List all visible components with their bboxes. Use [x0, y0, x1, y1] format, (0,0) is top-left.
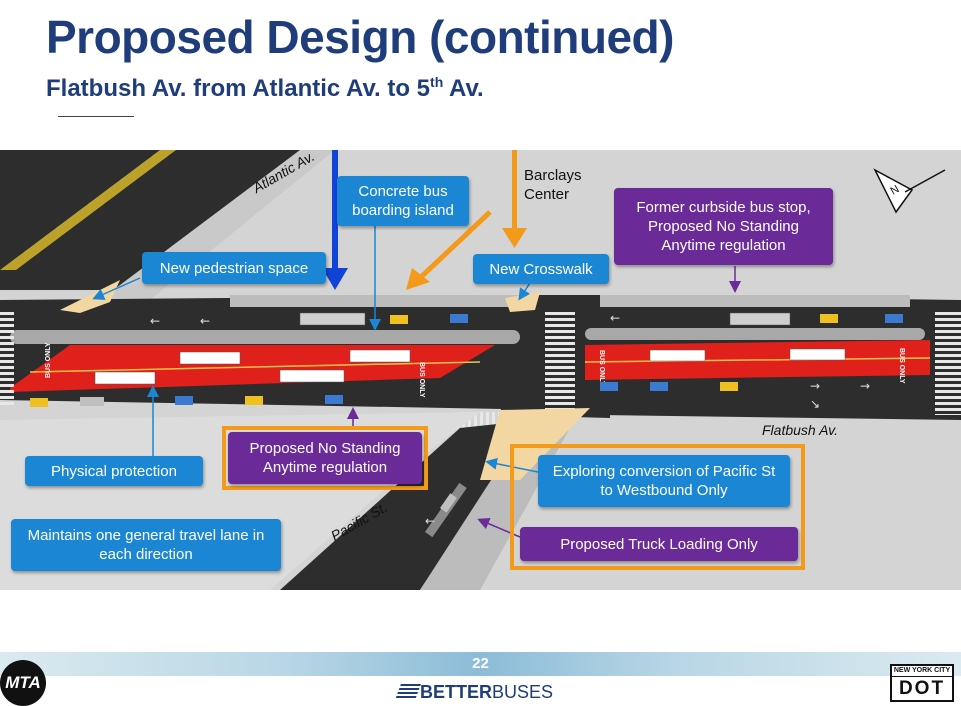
callout-physical-protection: Physical protection [25, 456, 203, 486]
orange-arrow-1-head [406, 268, 430, 290]
bus-7 [299, 312, 366, 326]
north-sidewalk-right [600, 295, 910, 307]
car [30, 398, 48, 407]
nyc-dot-logo: NEW YORK CITY DOT [890, 664, 954, 702]
crosswalk-east-1 [545, 310, 575, 410]
bus-3 [94, 371, 156, 385]
direction-arrow-icon: → [860, 379, 870, 393]
car [325, 395, 343, 404]
mta-logo: MTA [0, 660, 46, 706]
direction-arrow-icon: ← [200, 314, 210, 328]
bus-only-marking: BUS ONLY [45, 342, 52, 378]
callout-new-pedestrian-space: New pedestrian space [142, 252, 326, 284]
new-pedestrian-space-crosswalk [505, 292, 540, 312]
bus-lane-divider-right [584, 357, 931, 363]
atlantic-avenue-road [0, 150, 300, 290]
north-arrow-icon: N [873, 168, 946, 214]
bus-2 [349, 349, 411, 363]
bus-lane-divider-left [29, 361, 481, 373]
car [885, 314, 903, 323]
car [650, 382, 668, 391]
title-rule [58, 116, 134, 117]
car [80, 397, 104, 406]
callout-new-crosswalk: New Crosswalk [473, 254, 609, 284]
better-buses-buses: BUSES [492, 681, 554, 702]
direction-arrow-icon: ← [610, 311, 620, 325]
callout-concrete-island: Concrete bus boarding island [337, 176, 469, 226]
car [600, 382, 618, 391]
callout-former-bus-stop: Former curbside bus stop, Proposed No St… [614, 188, 833, 265]
concrete-bus-island-left [10, 330, 520, 344]
orange-arrow-2 [512, 150, 517, 230]
north-arrow-shape [873, 168, 914, 214]
bus-4 [279, 369, 345, 383]
car [720, 382, 738, 391]
bus-6 [789, 348, 846, 361]
cars [30, 314, 903, 407]
concrete-bus-island-right [585, 328, 925, 340]
bus-only-marking: BUS ONLY [418, 362, 425, 398]
highlight-box-pacific [510, 444, 805, 570]
blue-direction-arrow-head [322, 268, 348, 290]
bus-8 [729, 312, 791, 326]
car [175, 396, 193, 405]
callout-general-lane: Maintains one general travel lane in eac… [11, 519, 281, 571]
car [440, 493, 457, 513]
nyc-dot-main-text: DOT [898, 678, 946, 699]
nyc-dot-top-text: NEW YORK CITY [892, 666, 952, 677]
new-pedestrian-space-west [60, 280, 120, 313]
lane-arrows: ← ← ← → → ↘ [150, 311, 870, 411]
highlight-box-no-standing [222, 426, 428, 490]
car [390, 315, 408, 324]
direction-arrow-icon: → [810, 379, 820, 393]
leader-ped-space [92, 277, 141, 300]
page-number: 22 [472, 655, 489, 672]
direction-arrow-icon: ↘ [810, 397, 820, 411]
bus-5 [649, 349, 706, 362]
leader-crosswalk [518, 282, 531, 301]
bus-only-marking: BUS ONLY [898, 348, 905, 384]
barclays-center-label: Barclays Center [524, 167, 582, 203]
slide-title: Proposed Design (continued) [46, 11, 674, 63]
better-buses-stripes-icon [395, 684, 421, 700]
car [820, 314, 838, 323]
blue-direction-arrow [332, 150, 338, 270]
direction-arrow-icon: ← [150, 314, 160, 328]
orange-arrow-2-head [502, 228, 527, 248]
better-buses-logo: BETTER BUSES [395, 681, 554, 702]
atlantic-median [0, 150, 176, 270]
crosswalk-west [0, 310, 14, 405]
bus-1 [179, 351, 241, 365]
callout-truck-loading: Proposed Truck Loading Only [520, 527, 798, 561]
pacific-street-road [280, 420, 535, 590]
car [450, 314, 468, 323]
better-buses-better: BETTER [420, 681, 492, 702]
bus-only-marking: BUS ONLY [598, 350, 605, 386]
north-arrow-line [904, 169, 946, 193]
orange-arrow-1 [418, 210, 492, 280]
street-name-flatbush: Flatbush Av. [762, 422, 839, 438]
footer-band [0, 652, 961, 676]
slide-subtitle: Flatbush Av. from Atlantic Av. to 5th Av… [46, 74, 484, 102]
car [245, 396, 263, 405]
direction-arrow-icon: ← [425, 514, 435, 528]
crosswalk-east-2 [935, 310, 961, 415]
callout-no-standing: Proposed No Standing Anytime regulation [228, 432, 422, 484]
callout-pacific-conversion: Exploring conversion of Pacific St to We… [538, 455, 790, 507]
